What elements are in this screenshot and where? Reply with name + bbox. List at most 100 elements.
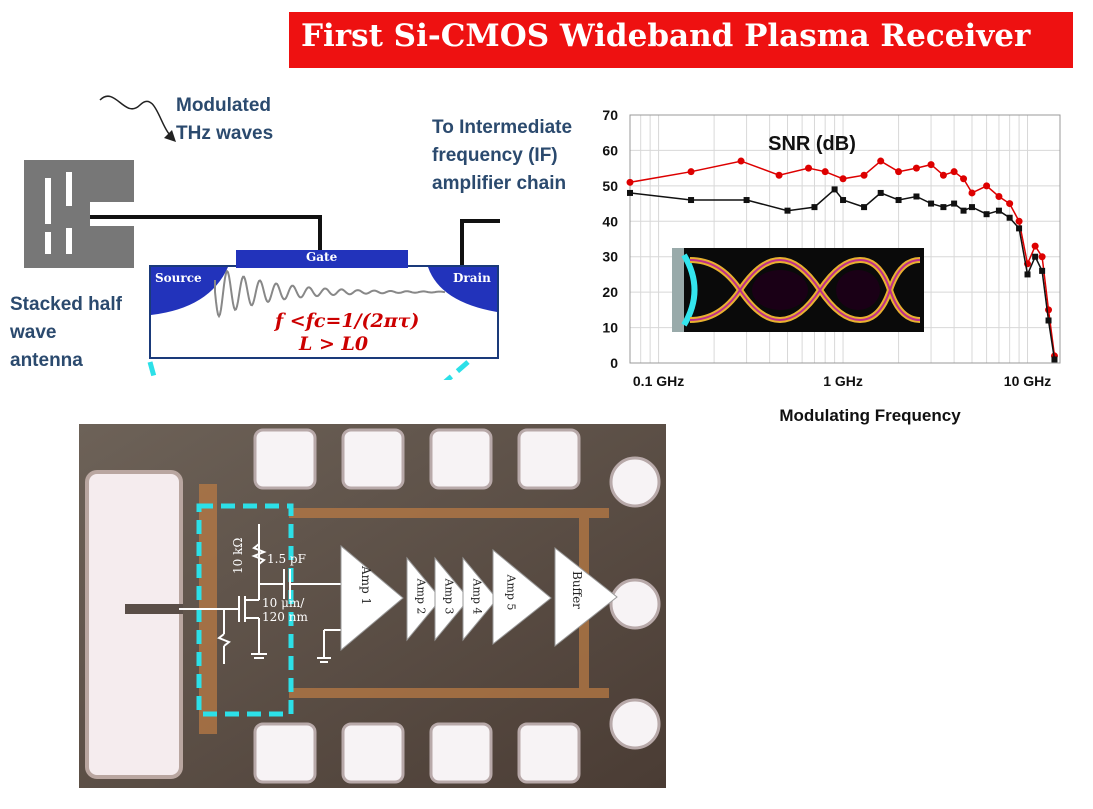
- resistor-label: 10 kΩ: [231, 537, 245, 574]
- transistor-size-line2: 120 nm: [262, 610, 308, 624]
- antenna-label-line3: antenna: [10, 350, 83, 371]
- series-2-point: [688, 197, 695, 204]
- snr-chart: 0 10 20 30 40 50 60 70 0.1 GHz 1 GHz 10 GHz SNR (d…: [602, 110, 1061, 425]
- chart-xlabel: Modulating Frequency: [779, 406, 961, 425]
- drain-region: [428, 267, 497, 312]
- series-2-point: [968, 204, 975, 211]
- amp-1-shape: [340, 544, 404, 652]
- source-label: Source: [155, 271, 202, 285]
- die-layout: [79, 424, 666, 788]
- die-micrograph: 10 kΩ 1.5 pF 10 μm/ 120 nm Amp 1 Amp 2 A…: [79, 424, 666, 788]
- front-end-schematic: [179, 524, 341, 664]
- amp-3-shape: [434, 556, 470, 642]
- x-tick-label: 0.1 GHz: [633, 373, 684, 389]
- series-2-point: [1006, 214, 1013, 221]
- antenna-label-line2: wave: [10, 322, 57, 343]
- series-1-point: [950, 168, 958, 176]
- x-tick-label: 10 GHz: [1004, 373, 1051, 389]
- amp-5-shape: [492, 548, 552, 646]
- y-tick-label: 30: [602, 249, 618, 265]
- if-label-line1: To Intermediate: [432, 117, 573, 138]
- antenna-label: Stacked half wave antenna: [10, 291, 122, 375]
- amp-1-label: Amp 1: [359, 566, 373, 606]
- series-2-point: [960, 207, 967, 214]
- series-1-point: [995, 192, 1003, 200]
- y-tick-label: 60: [602, 142, 618, 158]
- transistor-size-label: 10 μm/ 120 nm: [262, 596, 308, 624]
- if-label-line3: amplifier chain: [432, 173, 567, 194]
- y-tick-label: 20: [602, 284, 618, 300]
- series-1-point: [939, 171, 947, 179]
- buffer-shape: [554, 546, 618, 648]
- series-1-point: [805, 164, 813, 172]
- series-1-point: [687, 168, 695, 176]
- amp-4-shape: [462, 556, 498, 642]
- series-1-point: [927, 161, 935, 169]
- series-2-point: [951, 200, 958, 207]
- series-2-point: [840, 197, 847, 204]
- series-1-point: [775, 171, 783, 179]
- zoom-leader-left: [147, 361, 158, 380]
- series-2-point: [743, 197, 750, 204]
- cutoff-equation: f <fc=1/(2πτ): [275, 310, 420, 332]
- title-banner: First Si-CMOS Wideband Plasma Receiver: [289, 12, 1073, 68]
- series-2-point: [877, 189, 884, 196]
- series-1-point: [1031, 242, 1039, 250]
- series-2-point: [861, 204, 868, 211]
- series-2-point: [983, 211, 990, 218]
- series-2-point: [1045, 317, 1052, 324]
- series-2-point: [1051, 356, 1058, 363]
- chart-axis: 0 10 20 30 40 50 60 70 0.1 GHz 1 GHz 10 GHz: [602, 110, 1051, 389]
- series-1-point: [895, 168, 903, 176]
- amp-5-label: Amp 5: [504, 574, 518, 611]
- bottom-pads: [253, 722, 581, 784]
- series-2-point: [913, 193, 920, 200]
- series-1-point: [1038, 253, 1046, 261]
- series-2-point: [811, 204, 818, 211]
- series-2-point: [928, 200, 935, 207]
- amp-2-label: Amp 2: [414, 578, 428, 615]
- series-1-point: [626, 178, 634, 186]
- series-2-point: [1039, 267, 1046, 274]
- plot-area-frame: [629, 114, 1061, 364]
- eye-diagram-inset: [672, 248, 924, 332]
- length-condition: L > L0: [299, 333, 369, 355]
- gate-wire: [90, 215, 322, 250]
- modulated-label-line1: Modulated: [176, 95, 271, 116]
- series-1-point: [912, 164, 920, 172]
- y-tick-label: 40: [602, 213, 618, 229]
- series-1-point: [860, 171, 868, 179]
- series-1-point: [821, 168, 829, 176]
- plasma-transistor-diagram: [24, 95, 500, 380]
- y-tick-label: 50: [602, 178, 618, 194]
- y-tick-label: 0: [610, 355, 618, 371]
- top-pads: [253, 428, 581, 490]
- gate-block: [236, 250, 408, 268]
- gate-label: Gate: [306, 250, 338, 264]
- series-2-point: [1016, 225, 1023, 232]
- chart-series: [626, 157, 1058, 363]
- series-2-point: [940, 204, 947, 211]
- chart-title: SNR (dB): [768, 133, 856, 155]
- amplifier-chain: [340, 544, 618, 652]
- series-2-point: [995, 207, 1002, 214]
- amp-2-shape: [406, 556, 442, 642]
- drain-wire: [460, 219, 500, 270]
- buffer-label: Buffer: [570, 571, 584, 609]
- transistor-size-line1: 10 μm/: [262, 596, 305, 610]
- right-pads: [609, 456, 661, 750]
- series-2-point: [1024, 271, 1031, 278]
- series-1-point: [960, 175, 968, 183]
- series-1-point: [877, 157, 885, 165]
- if-label-line2: frequency (IF): [432, 145, 558, 166]
- antenna-icon: [24, 160, 134, 268]
- series-1-point: [1006, 200, 1014, 208]
- series-1-point: [1015, 217, 1023, 225]
- if-chain-label: To Intermediate frequency (IF) amplifier…: [432, 114, 572, 198]
- x-tick-label: 1 GHz: [823, 373, 863, 389]
- y-tick-label: 70: [602, 110, 618, 123]
- series-2-point: [895, 197, 902, 204]
- amp-4-label: Amp 4: [470, 578, 484, 615]
- y-tick-label: 10: [602, 320, 618, 336]
- plasma-wave: [214, 269, 446, 319]
